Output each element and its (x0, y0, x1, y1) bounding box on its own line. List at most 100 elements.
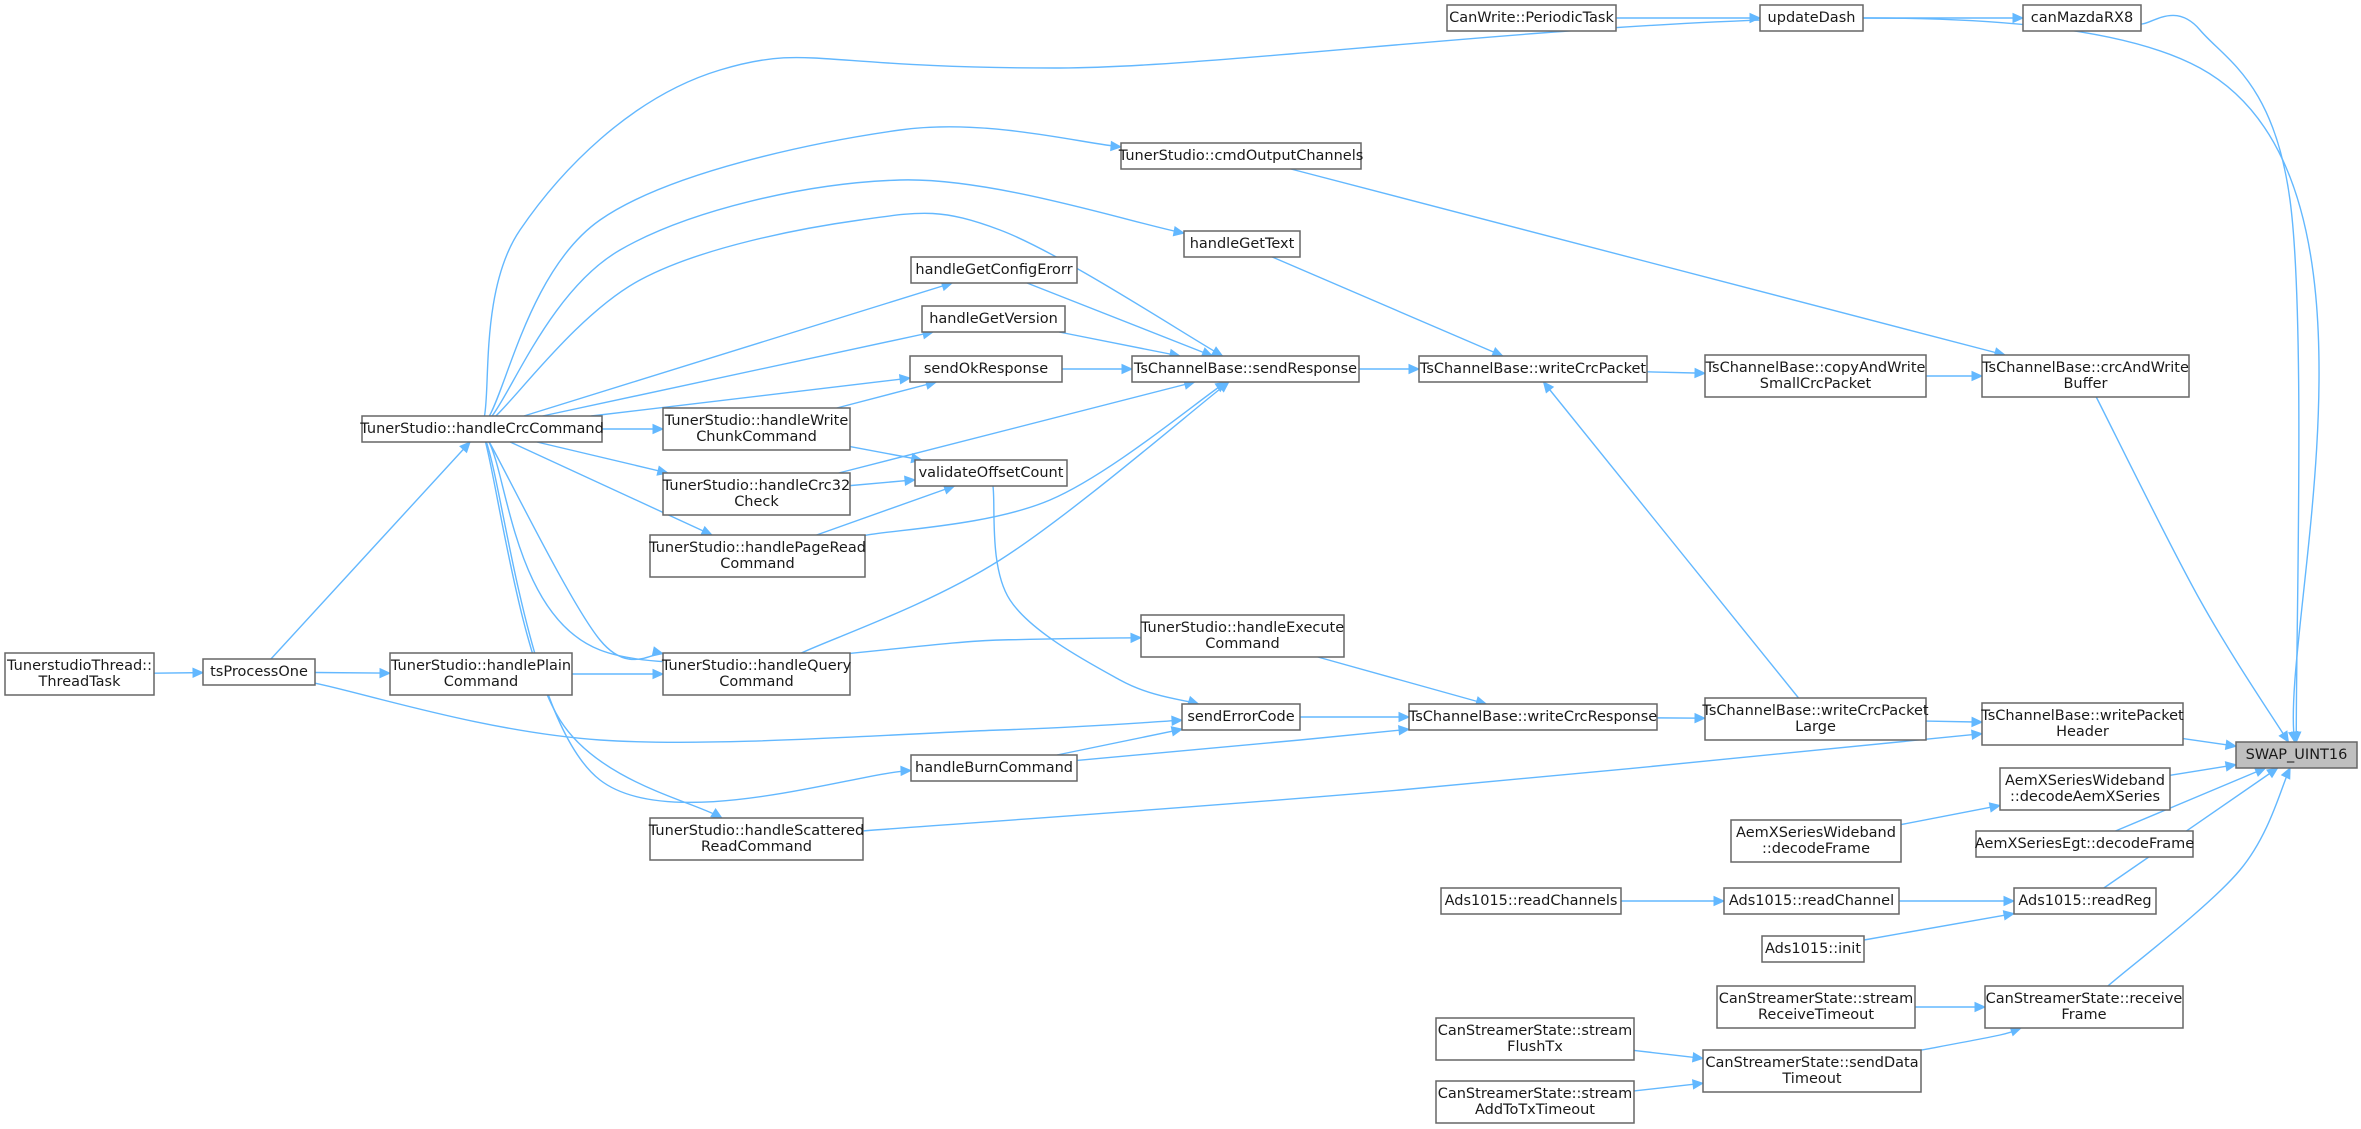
edge-line (1290, 168, 2006, 356)
node-box (921, 305, 1066, 333)
node-label: CanStreamerState::stream (1719, 991, 1914, 1007)
node-label: TunerStudio::handlePlain (390, 658, 571, 674)
edge-copyAndWrite-to-crcAndWrite (1926, 370, 1984, 382)
edge-handleCrcCommand-to-handleWriteChunk (602, 423, 665, 435)
node-sendOkResponse[interactable]: sendOkResponse (909, 355, 1063, 383)
arrowhead (1691, 1079, 1705, 1090)
node-label: Command (444, 674, 519, 690)
node-handleCrcCommand[interactable]: TunerStudio::handleCrcCommand (359, 415, 604, 443)
arrowhead (1974, 1001, 1987, 1013)
node-box (202, 658, 316, 686)
edge-tsProcessOne-to-handlePlain (314, 667, 392, 679)
edge-line (1920, 1027, 2022, 1051)
edge-line (488, 441, 664, 661)
node-box (910, 754, 1078, 782)
arrowhead (2012, 12, 2025, 24)
edge-crcAndWrite-to-swap (2095, 396, 2290, 744)
arrowhead (2280, 766, 2291, 780)
node-label: TsChannelBase::sendResponse (1133, 361, 1357, 377)
edge-line (2140, 14, 2300, 743)
node-writeCrcPacket[interactable]: TsChannelBase::writeCrcPacket (1418, 355, 1648, 383)
node-box (914, 459, 1068, 487)
edge-line (483, 17, 2320, 743)
node-handleGetVersion[interactable]: handleGetVersion (921, 305, 1066, 333)
arrowhead (2224, 739, 2238, 750)
node-updateDash[interactable]: updateDash (1759, 4, 1864, 32)
edge-handleBurn-to-writeCrcResponse (1076, 725, 1411, 762)
node-label: FlushTx (1507, 1039, 1563, 1055)
node-handleGetText[interactable]: handleGetText (1183, 230, 1301, 258)
node-sendErrorCode[interactable]: sendErrorCode (1181, 703, 1301, 731)
node-label: handleBurnCommand (915, 760, 1073, 776)
node-label: Command (719, 674, 794, 690)
node-aemDecodeFrame[interactable]: AemXSeriesWideband::decodeFrame (1730, 819, 1902, 863)
node-box (389, 652, 573, 696)
node-adsReadChannels[interactable]: Ads1015::readChannels (1440, 887, 1622, 915)
node-handleBurn[interactable]: handleBurnCommand (910, 754, 1078, 782)
edge-tunerstudioThread-to-tsProcessOne (153, 667, 205, 679)
edge-cmdOutputChannels-to-crcAndWrite (1290, 168, 2007, 358)
node-handleGetConfigErorr[interactable]: handleGetConfigErorr (910, 256, 1078, 284)
node-label: canMazdaRX8 (2031, 10, 2133, 26)
arrowhead (1130, 632, 1143, 644)
node-swap[interactable]: SWAP_UINT16 (2235, 741, 2358, 769)
edge-adsReadReg-to-swap (2103, 767, 2279, 889)
node-adsInit[interactable]: Ads1015::init (1761, 935, 1865, 963)
node-copyAndWrite[interactable]: TsChannelBase::copyAndWriteSmallCrcPacke… (1704, 354, 1927, 398)
edge-handleQuery-to-sendResponse (801, 381, 1230, 654)
node-box (2235, 741, 2358, 769)
node-label: CanStreamerState::stream (1438, 1023, 1633, 1039)
node-box (649, 817, 864, 861)
node-label: Header (2056, 724, 2109, 740)
node-validateOffsetCount[interactable]: validateOffsetCount (914, 459, 1068, 487)
node-sendResponse[interactable]: TsChannelBase::sendResponse (1131, 355, 1360, 383)
edge-handleCrcCommand-to-handleQuery (488, 441, 665, 661)
node-adsReadReg[interactable]: Ads1015::readReg (2013, 887, 2157, 915)
node-label: CanWrite::PeriodicTask (1449, 10, 1614, 26)
node-box (1183, 230, 1301, 258)
node-tunerstudioThread[interactable]: TunerstudioThread::ThreadTask (4, 652, 155, 696)
node-tsProcessOne[interactable]: tsProcessOne (202, 658, 316, 686)
node-label: AddToTxTimeout (1475, 1102, 1595, 1118)
edge-line (314, 671, 391, 674)
arrowhead (651, 646, 665, 657)
node-box (1981, 354, 2190, 398)
node-label: TunerStudio::handleWrite (664, 413, 849, 429)
node-canWritePeriodic[interactable]: CanWrite::PeriodicTask (1446, 4, 1617, 32)
edge-line (1056, 728, 1183, 756)
arrowhead (2224, 761, 2238, 772)
node-label: AemXSeriesWideband (1736, 825, 1896, 841)
node-aemEgtDecodeFrame[interactable]: AemXSeriesEgt::decodeFrame (1975, 830, 2194, 858)
arrowhead (1110, 140, 1123, 152)
node-writeCrcResponse[interactable]: TsChannelBase::writeCrcResponse (1408, 703, 1658, 731)
edge-writeCrcPacketLarge-to-writeCrcPacket (1542, 381, 1800, 699)
arrowhead (379, 667, 392, 679)
node-box (1704, 697, 1927, 741)
node-label: handleGetText (1190, 236, 1295, 252)
node-decodeAemXSeries[interactable]: AemXSeriesWideband::decodeAemXSeries (1999, 767, 2171, 811)
node-cmdOutputChannels[interactable]: TunerStudio::cmdOutputChannels (1118, 142, 1364, 170)
node-canMazdaRX8[interactable]: canMazdaRX8 (2022, 4, 2142, 32)
edge-line (1863, 912, 2015, 941)
arrowhead (1749, 12, 1762, 24)
node-label: Frame (2061, 1007, 2106, 1023)
edge-handlePlain-to-handleQuery (572, 668, 665, 680)
node-label: TsChannelBase::writePacket (1980, 708, 2184, 724)
node-adsReadChannel[interactable]: Ads1015::readChannel (1723, 887, 1900, 915)
node-box (2013, 887, 2157, 915)
